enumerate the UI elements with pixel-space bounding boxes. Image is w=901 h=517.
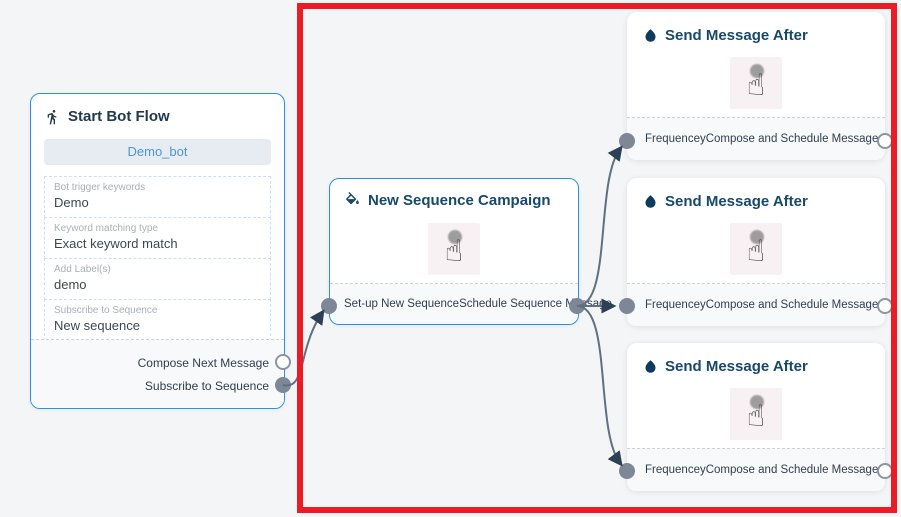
walking-person-icon bbox=[45, 109, 61, 125]
field-keyword-matching-type[interactable]: Keyword matching type Exact keyword matc… bbox=[44, 217, 271, 259]
edge-campaign-to-send-1 bbox=[576, 145, 623, 307]
tap-dot-icon bbox=[750, 230, 764, 244]
node-send-message-after-3[interactable]: Send Message After ☝ Frequencey Compose … bbox=[627, 343, 885, 491]
field-label: Add Label(s) bbox=[54, 264, 111, 275]
port-subscribe-to-sequence[interactable] bbox=[275, 377, 291, 393]
tap-dot-icon bbox=[448, 230, 462, 244]
water-drop-icon bbox=[643, 359, 658, 374]
port-label-setup-new-sequence: Set-up New Sequence bbox=[344, 298, 460, 310]
campaign-node-body-button[interactable]: ☝ bbox=[428, 223, 480, 275]
port-send2-compose[interactable] bbox=[877, 298, 893, 314]
port-label-compose-and-schedule: Compose and Schedule Message bbox=[705, 299, 879, 311]
node-send-message-after-1[interactable]: Send Message After ☝ Frequencey Compose … bbox=[627, 12, 885, 160]
port-campaign-output[interactable] bbox=[569, 298, 585, 314]
field-label: Keyword matching type bbox=[54, 223, 158, 234]
port-label-schedule-sequence-message: Schedule Sequence Message bbox=[459, 298, 612, 310]
node-start-bot-flow[interactable]: Start Bot Flow Demo_bot Bot trigger keyw… bbox=[30, 93, 285, 409]
hand-pointer-cursor-icon: ☝ bbox=[746, 234, 766, 269]
field-value: Exact keyword match bbox=[54, 236, 178, 251]
output-compose-next-message: Compose Next Message bbox=[137, 356, 269, 370]
water-drop-icon bbox=[643, 28, 658, 43]
send-node-body-button[interactable]: ☝ bbox=[730, 223, 782, 275]
port-label-compose-and-schedule: Compose and Schedule Message bbox=[705, 133, 879, 145]
start-node-footer: Compose Next Message Subscribe to Sequen… bbox=[31, 339, 284, 408]
field-subscribe-to-sequence[interactable]: Subscribe to Sequence New sequence bbox=[44, 299, 271, 341]
hand-pointer-cursor-icon: ☝ bbox=[746, 68, 766, 103]
field-value: demo bbox=[54, 277, 87, 292]
hand-pointer-cursor-icon: ☝ bbox=[746, 399, 766, 434]
edge-campaign-to-send-3 bbox=[576, 305, 623, 467]
port-send3-frequencey[interactable] bbox=[619, 463, 635, 479]
send-node-body-button[interactable]: ☝ bbox=[730, 57, 782, 109]
port-send1-frequencey[interactable] bbox=[619, 133, 635, 149]
ink-bucket-icon bbox=[344, 192, 361, 209]
send-node-header: Send Message After bbox=[627, 178, 885, 210]
node-new-sequence-campaign[interactable]: New Sequence Campaign ☝ Set-up New Seque… bbox=[329, 178, 612, 325]
water-drop-icon bbox=[643, 194, 658, 209]
port-send2-frequencey[interactable] bbox=[619, 298, 635, 314]
start-node-header: Start Bot Flow bbox=[31, 94, 284, 125]
field-label: Bot trigger keywords bbox=[54, 182, 146, 193]
field-bot-trigger-keywords[interactable]: Bot trigger keywords Demo bbox=[44, 176, 271, 218]
port-send3-compose[interactable] bbox=[877, 463, 893, 479]
field-label: Subscribe to Sequence bbox=[54, 305, 158, 316]
field-add-labels[interactable]: Add Label(s) demo bbox=[44, 258, 271, 300]
start-node-title: Start Bot Flow bbox=[68, 108, 170, 125]
hand-pointer-cursor-icon: ☝ bbox=[444, 234, 464, 269]
campaign-node-title: New Sequence Campaign bbox=[368, 192, 551, 209]
field-value: New sequence bbox=[54, 318, 140, 333]
send-node-title: Send Message After bbox=[665, 358, 808, 375]
port-label-frequencey: Frequencey bbox=[645, 464, 706, 476]
send-node-header: Send Message After bbox=[627, 12, 885, 44]
start-node-fields: Bot trigger keywords Demo Keyword matchi… bbox=[44, 176, 271, 341]
send-node-footer: Frequencey Compose and Schedule Message bbox=[627, 448, 885, 491]
send-node-header: Send Message After bbox=[627, 343, 885, 375]
send-node-title: Send Message After bbox=[665, 193, 808, 210]
port-label-compose-and-schedule: Compose and Schedule Message bbox=[705, 464, 879, 476]
port-campaign-input[interactable] bbox=[321, 298, 337, 314]
tap-dot-icon bbox=[750, 395, 764, 409]
port-label-frequencey: Frequencey bbox=[645, 133, 706, 145]
output-subscribe-to-sequence: Subscribe to Sequence bbox=[144, 379, 269, 393]
edge-subscribe-to-campaign bbox=[282, 309, 325, 387]
send-node-footer: Frequencey Compose and Schedule Message bbox=[627, 283, 885, 326]
tap-dot-icon bbox=[750, 64, 764, 78]
bot-name-button[interactable]: Demo_bot bbox=[44, 139, 271, 165]
node-send-message-after-2[interactable]: Send Message After ☝ Frequencey Compose … bbox=[627, 178, 885, 326]
campaign-node-header: New Sequence Campaign bbox=[330, 179, 578, 209]
send-node-footer: Frequencey Compose and Schedule Message bbox=[627, 117, 885, 160]
field-value: Demo bbox=[54, 195, 89, 210]
send-node-title: Send Message After bbox=[665, 27, 808, 44]
port-compose-next-message[interactable] bbox=[275, 354, 291, 370]
port-send1-compose[interactable] bbox=[877, 133, 893, 149]
port-label-frequencey: Frequencey bbox=[645, 299, 706, 311]
send-node-body-button[interactable]: ☝ bbox=[730, 388, 782, 440]
campaign-node-footer: Set-up New Sequence Schedule Sequence Me… bbox=[330, 283, 612, 324]
